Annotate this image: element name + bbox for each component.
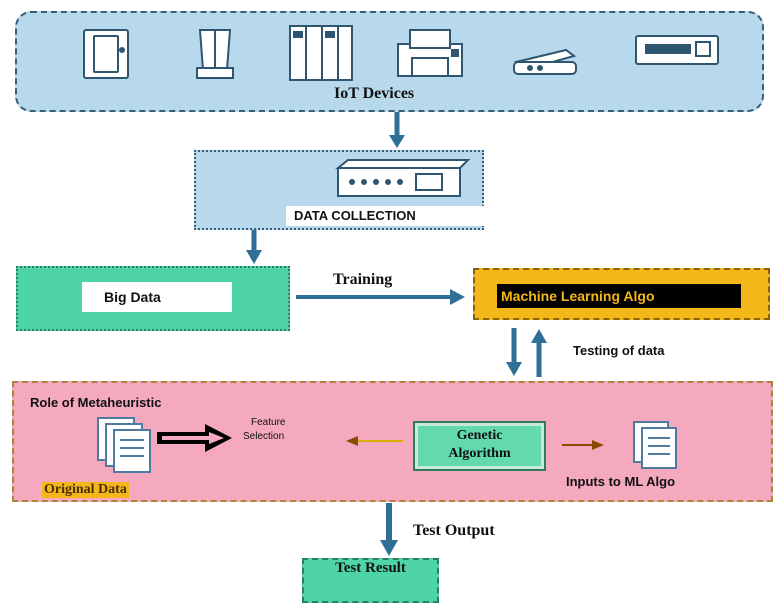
arrow-training (296, 289, 465, 305)
modem-icon (635, 35, 719, 65)
arrow-original-to-feature (157, 424, 232, 452)
training-label: Training (333, 271, 393, 288)
feature-label-2: Selection (243, 431, 285, 442)
network-switch-icon (335, 159, 471, 197)
printer-icon (397, 29, 463, 77)
arrow-testing-down (506, 328, 522, 376)
original-data-label: Original Data (42, 482, 129, 498)
arrow-iot-to-collection (389, 112, 405, 148)
tower-icon (196, 29, 234, 79)
arrow-test-output (380, 503, 398, 556)
metaheuristic-title: Role of Metaheuristic (30, 395, 162, 410)
router-icon (83, 29, 129, 79)
big-data-label: Big Data (82, 282, 232, 312)
test-result-label: Test Result (335, 560, 406, 576)
inputs-ml-label: Inputs to ML Algo (566, 474, 676, 489)
inputs-docs-icon (633, 421, 677, 469)
feature-label-1: Feature (251, 417, 286, 428)
test-output-label: Test Output (413, 522, 495, 539)
iot-devices-label: IoT Devices (334, 85, 415, 102)
arrow-testing-up (531, 329, 547, 377)
test-result-box: Test Result (302, 558, 439, 603)
original-data-docs-icon (97, 417, 151, 473)
big-data-box: Big Data (16, 266, 290, 331)
ga-line-1: Genetic (456, 428, 503, 443)
arrow-ga-to-feature (346, 436, 403, 446)
ml-algo-box: Machine Learning Algo (473, 268, 770, 320)
arrow-collection-to-bigdata (246, 230, 262, 264)
ga-line-2: Algorithm (448, 446, 511, 461)
testing-label: Testing of data (573, 343, 665, 358)
ml-algo-label: Machine Learning Algo (497, 284, 741, 308)
arrow-ga-to-inputs (562, 440, 604, 450)
server-rack-icon (289, 25, 353, 81)
data-collection-label: DATA COLLECTION (286, 206, 486, 226)
scanner-icon (513, 48, 577, 75)
genetic-algorithm-box: Genetic Algorithm (413, 421, 546, 471)
genetic-algorithm-label: Genetic Algorithm (415, 427, 544, 463)
